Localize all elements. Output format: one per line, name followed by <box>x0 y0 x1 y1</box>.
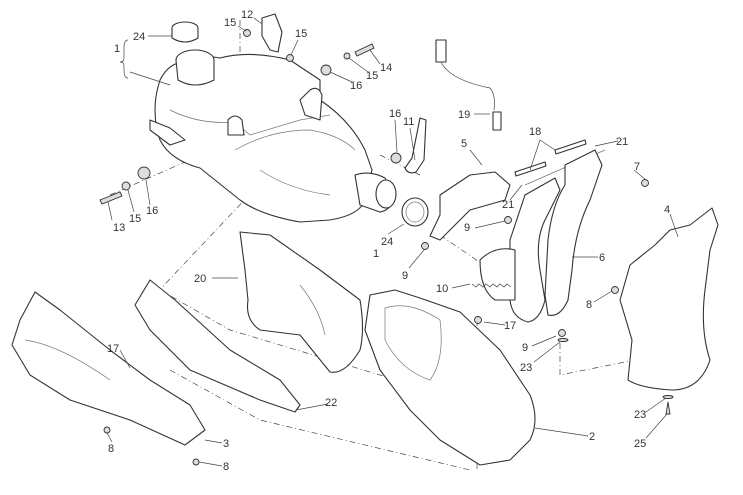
heat-shield-4 <box>619 207 719 391</box>
callout-16: 16 <box>389 108 401 120</box>
leader-lines <box>106 17 679 467</box>
callout-8: 8 <box>108 443 114 455</box>
callout-7: 7 <box>634 161 640 173</box>
clamp-24-top <box>171 21 199 43</box>
callout-3: 3 <box>223 438 229 450</box>
callout-9: 9 <box>464 222 470 234</box>
callout-25: 25 <box>634 438 646 450</box>
callout-5: 5 <box>461 138 467 150</box>
callout-19: 19 <box>458 109 470 121</box>
callout-23: 23 <box>520 362 532 374</box>
callout-24: 24 <box>381 236 393 248</box>
bracket-11 <box>404 117 427 174</box>
callout-18: 18 <box>529 126 541 138</box>
callout-10: 10 <box>436 283 448 295</box>
callout-8: 8 <box>586 299 592 311</box>
heat-shield-5 <box>429 171 511 241</box>
callout-4: 4 <box>664 204 670 216</box>
callout-labels: 1 24 12 15 15 15 16 14 16 11 19 18 21 5 … <box>107 9 670 473</box>
heat-shield-2 <box>364 289 536 466</box>
callout-24: 24 <box>133 31 145 43</box>
callout-21: 21 <box>502 199 514 211</box>
callout-1: 1 <box>373 248 379 260</box>
callout-8: 8 <box>223 461 229 473</box>
callout-15: 15 <box>129 213 141 225</box>
callout-15: 15 <box>224 17 236 29</box>
oxygen-sensor-19 <box>435 39 502 131</box>
callout-11: 11 <box>403 116 414 128</box>
callout-16: 16 <box>350 80 362 92</box>
clamp-24-lower <box>401 197 429 227</box>
silencer-body <box>149 49 397 223</box>
callout-15: 15 <box>366 70 378 82</box>
callout-12: 12 <box>241 9 253 21</box>
callout-2: 2 <box>589 431 595 443</box>
callout-21: 21 <box>616 136 628 148</box>
exhaust-header-6 <box>479 149 603 323</box>
callout-20: 20 <box>194 273 206 285</box>
cover-22 <box>134 279 301 413</box>
callout-13: 13 <box>113 222 125 234</box>
callout-17: 17 <box>107 343 119 355</box>
callout-23: 23 <box>634 409 646 421</box>
callout-6: 6 <box>599 252 605 264</box>
spring-10 <box>471 283 512 288</box>
cover-3 <box>11 291 206 446</box>
callout-9: 9 <box>402 270 408 282</box>
callout-17: 17 <box>504 320 516 332</box>
callout-15: 15 <box>295 28 307 40</box>
callout-1: 1 <box>114 43 120 55</box>
callout-16: 16 <box>146 205 158 217</box>
callout-14: 14 <box>380 62 392 74</box>
hardware-fasteners <box>99 29 674 466</box>
heat-shield-20 <box>239 231 364 373</box>
callout-9: 9 <box>522 342 528 354</box>
callout-22: 22 <box>325 397 337 409</box>
bracket-12 <box>261 13 283 53</box>
